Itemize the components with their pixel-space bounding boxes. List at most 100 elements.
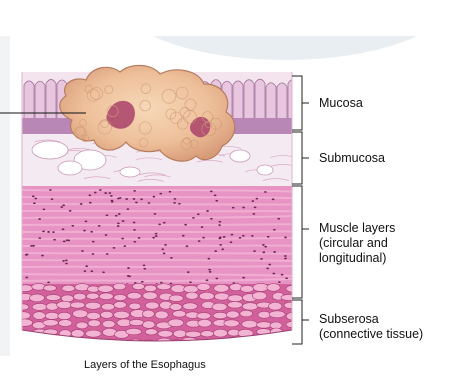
connective-cell [129,303,141,309]
nucleus [147,202,150,204]
nucleus [122,220,125,222]
nucleus [98,225,101,227]
nucleus [66,239,69,241]
label-subserosa: Subserosa (connective tissue) [319,312,423,342]
nucleus [99,189,102,191]
nucleus [206,279,209,281]
connective-cell [145,302,159,309]
nucleus [253,250,256,252]
nucleus [115,215,118,217]
connective-cell [73,310,88,318]
mucosa-fold [277,83,287,120]
nucleus [219,244,222,246]
nucleus [264,191,267,193]
connective-cell [114,301,127,308]
connective-cell [185,331,201,337]
nucleus [155,233,158,235]
nucleus [49,189,52,191]
nucleus [141,281,144,283]
connective-cell [143,321,155,328]
fat-cell [32,141,68,159]
nucleus [230,241,233,243]
nucleus [127,208,130,210]
nucleus [268,264,271,266]
connective-cell [157,338,172,345]
nucleus [113,247,116,249]
nucleus [152,237,155,239]
nucleus [32,245,35,247]
connective-cell [46,303,58,310]
connective-cell [98,285,113,292]
nucleus [284,237,287,239]
nucleus [284,255,287,257]
connective-cell [158,330,173,337]
nucleus [42,230,45,232]
nucleus [94,192,97,194]
connective-cell [126,328,142,334]
connective-cell [253,283,269,291]
bracket-mucosa [292,76,309,130]
connective-cell [17,319,33,326]
connective-cell [62,285,75,291]
nucleus [110,195,113,197]
nucleus [251,200,254,202]
nucleus [189,281,192,283]
nucleus [34,198,37,200]
connective-cell [88,320,101,327]
nucleus [117,225,120,227]
nucleus [202,237,205,239]
connective-cell [242,303,258,310]
nucleus [266,268,269,270]
nucleus [89,202,92,204]
nucleus [25,277,28,279]
connective-cell [186,292,198,299]
nucleus [140,198,143,200]
nucleus [92,241,95,243]
nucleus [163,222,166,224]
nucleus [260,258,263,260]
connective-cell [58,337,73,345]
nucleus [117,222,120,224]
connective-cell [213,312,227,318]
nucleus [41,255,44,257]
connective-cell [242,320,258,328]
connective-cell [102,320,115,327]
fat-cell [120,167,140,177]
connective-cell [271,339,285,345]
nucleus [159,193,162,195]
label-subserosa-line2: (connective tissue) [319,327,423,342]
nucleus [63,240,66,242]
connective-cell [127,292,141,299]
label-subserosa-line1: Subserosa [319,312,423,327]
bracket-submucosa [292,132,309,184]
nucleus [273,251,276,253]
connective-cell [73,293,86,300]
nucleus [182,235,185,237]
nucleus [33,202,36,204]
connective-cell [114,311,130,318]
nucleus [102,271,105,273]
connective-cell [43,285,56,291]
connective-cell [214,284,229,292]
muscle-fiber [22,231,292,232]
connective-cell [99,293,113,300]
connective-cell [228,295,243,302]
nucleus [92,253,95,255]
connective-cell [32,303,47,310]
nucleus [242,235,245,237]
nucleus [164,244,167,246]
nucleus [81,250,84,252]
nucleus [174,198,177,200]
connective-cell [284,302,297,308]
nucleus [267,236,270,238]
nucleus [143,264,146,266]
nucleus [125,198,128,200]
nucleus [255,198,258,200]
connective-cell [173,310,186,317]
nucleus [71,225,74,227]
nucleus [277,218,280,220]
nucleus [83,230,86,232]
connective-cell [132,283,144,289]
nucleus [207,258,210,260]
bracket-subserosa [292,300,309,344]
